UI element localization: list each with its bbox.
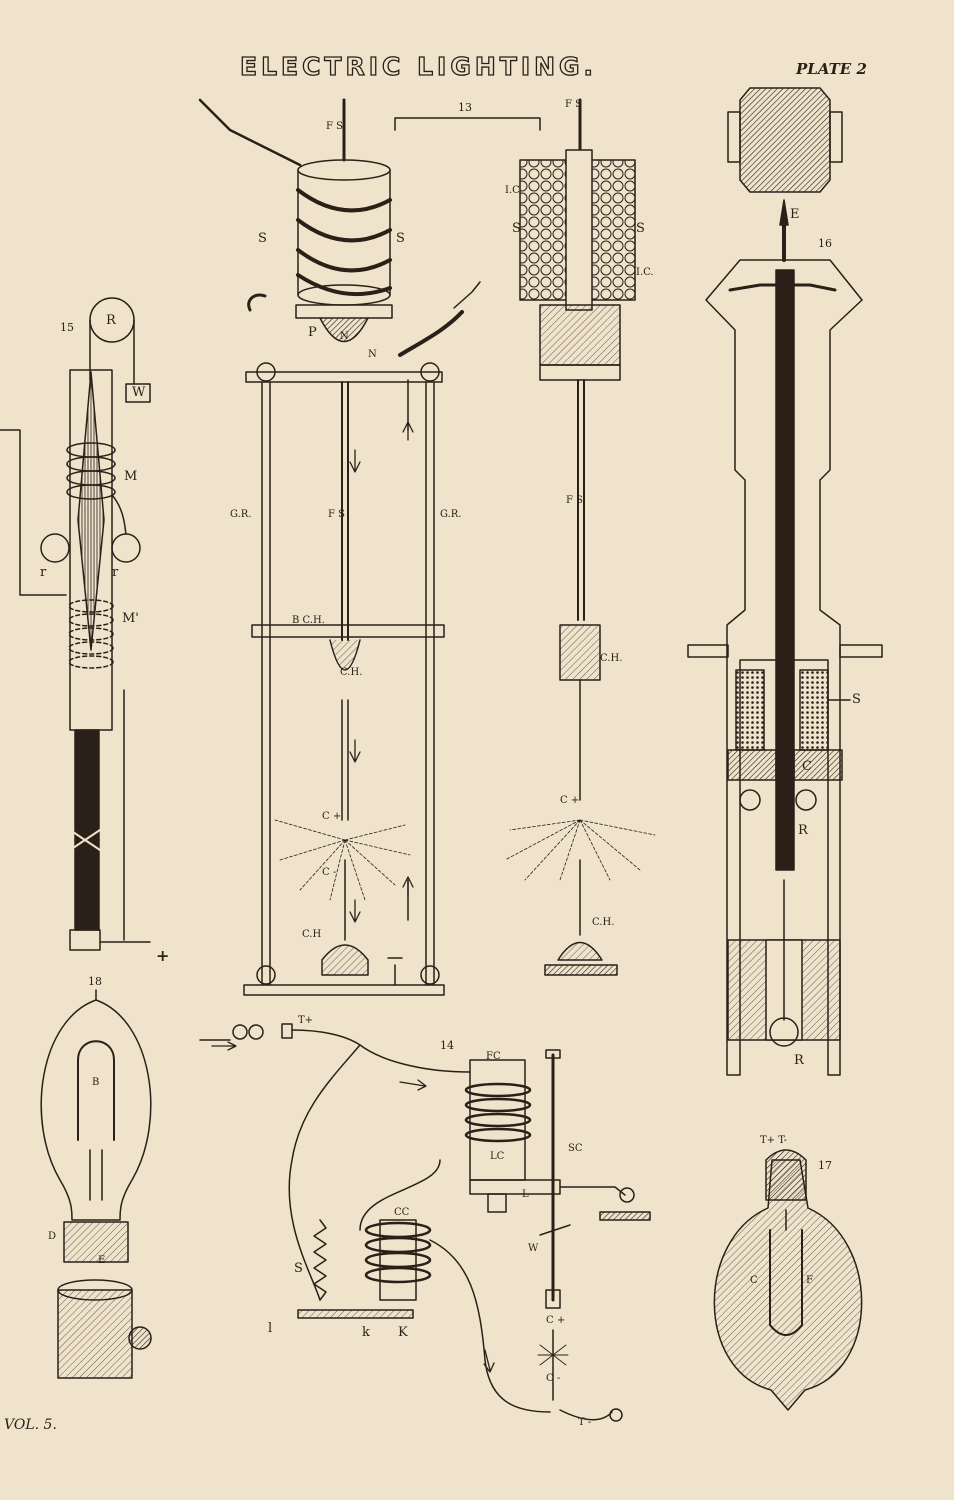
label-k-14: k [362,1325,370,1340]
label-s2-left: S [512,221,521,236]
label-r-16a: R [798,823,808,838]
label-p: P [308,325,317,340]
label-l-14: L [522,1189,529,1200]
figure-number-17: 17 [818,1159,832,1172]
label-fs-mid: F S [328,509,345,520]
label-fs-top-right: F S [565,99,582,110]
label-c-17: C [750,1275,758,1286]
figure-14-circuit [199,1023,651,1422]
label-fs-right-mid: F S [566,495,583,506]
label-r-15: R [106,313,116,328]
label-tt-17: T+ T- [760,1135,787,1146]
figure-15-lamp [0,297,151,951]
label-r-16b: R [794,1053,804,1068]
label-bch: B C.H. [292,615,325,626]
label-d-18: D [48,1231,57,1242]
label-fs-top: F S [326,121,343,132]
label-s-left: S [258,231,267,246]
label-c-16: C [802,759,812,774]
label-lc-a: I.C [505,185,520,196]
current-arrows [211,421,495,1373]
figure-13-section [394,98,656,976]
label-b-18: B [92,1077,100,1088]
label-gr-left: G.R. [230,509,252,520]
label-s-right: S [396,231,405,246]
figure-16-lamp [687,87,883,1076]
figure-number-18: 18 [88,975,102,988]
label-c-plus-1: C + [322,811,342,822]
label-c-plus-14: C + [546,1315,566,1326]
label-r-b: r [112,565,119,580]
label-m1-15: M' [122,611,139,626]
label-l2-14: l [268,1321,273,1336]
figure-18-bulb [40,989,152,1379]
figure-number-16: 16 [818,237,832,250]
figure-13-regulator [198,98,481,996]
label-k2-14: K [398,1325,408,1340]
label-n2: N [368,349,377,360]
label-gr-right: G.R. [440,509,462,520]
label-r-a: r [40,565,47,580]
label-ch-2: C.H. [600,653,623,664]
plate-title: ELECTRIC LIGHTING. [239,52,598,81]
volume-number: VOL. 5. [4,1417,57,1433]
label-lc-b: I.C. [636,267,654,278]
label-c-minus-14: C - [546,1373,561,1384]
figure-number-14: 14 [440,1039,454,1052]
label-f-17: F [806,1275,813,1286]
label-c-minus-1: C - [322,867,337,878]
label-sc-14: SC [568,1143,583,1154]
label-s2-right: S [636,221,645,236]
label-s-14: S [294,1261,303,1276]
label-m-15: M [124,469,138,484]
label-s-16: S [852,692,861,707]
figure-17-bulb [713,1149,863,1411]
label-ch-4: C.H. [592,917,615,928]
label-ch-3: C.H [302,929,322,940]
label-t-14: T - [578,1417,592,1428]
label-w-15: W [132,385,146,400]
figure-number-13: 13 [458,101,472,114]
label-c-plus-2: C + [560,795,580,806]
label-e-18: E [98,1255,106,1266]
label-n: N [340,331,349,342]
plate-number: PLATE 2 [796,60,867,78]
figure-number-15: 15 [60,321,74,334]
label-ch-1: C.H. [340,667,363,678]
label-tplus-14: T+ [298,1015,314,1026]
label-e-16: E [790,207,800,222]
label-fc-14: FC [486,1051,501,1062]
label-plus-15: + [156,946,170,965]
label-lc-14: LC [490,1151,505,1162]
label-cc-14: CC [394,1207,410,1218]
label-w-14: W [528,1243,539,1254]
